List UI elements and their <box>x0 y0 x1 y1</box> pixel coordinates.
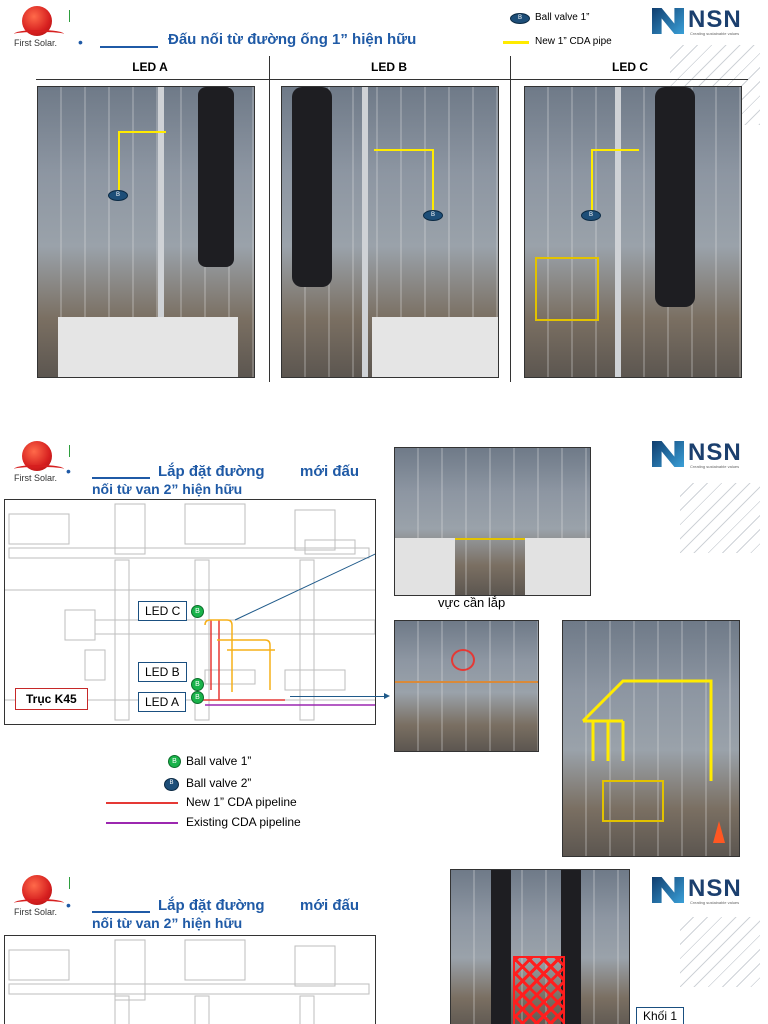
cad-plan <box>5 503 375 721</box>
slide2-title-a: Lắp đặt đường <box>158 463 265 480</box>
slide2-title-c: nối từ van 2” hiện hữu <box>92 481 243 497</box>
col-led-b: LED B <box>371 60 407 74</box>
axis-label-box: Trục K45 <box>15 688 88 710</box>
slide-1: First Solar. • Đấu nối từ đường ống 1” h… <box>0 0 768 395</box>
slide3-title-c: nối từ van 2” hiện hữu <box>92 915 243 931</box>
legend-new-swatch <box>106 802 178 804</box>
legend-existing-swatch <box>106 822 178 824</box>
led-b-label: LED B <box>138 662 187 682</box>
photo-led-a: B <box>37 86 255 378</box>
layout-drawing: LED C LED B LED A B B B Trục K45 <box>4 499 376 725</box>
hatch-decoration <box>680 483 760 553</box>
nsn-logo: NSN Creating sustainable values <box>652 439 757 471</box>
ball-valve-icon: B <box>510 13 530 24</box>
photo-led-c: B <box>524 86 742 378</box>
col-led-c: LED C <box>612 60 648 74</box>
ball-valve-1-icon: B <box>191 678 204 691</box>
photo-caption: vực cần lắp <box>438 595 506 610</box>
legend-ball-valve-2: Ball valve 2” <box>186 776 252 790</box>
block-label: Khối 1 <box>636 1007 685 1024</box>
photo-pipe-route <box>562 620 740 857</box>
ball-valve-icon: B <box>581 210 601 221</box>
led-c-label: LED C <box>138 601 188 621</box>
photo-area-overview <box>394 447 591 596</box>
company-name: First Solar. <box>14 38 58 48</box>
legend-ball-valve: Ball valve 1” <box>535 12 590 23</box>
slide3-title-b: mới đấu <box>300 897 360 914</box>
legend-ball-valve-1: Ball valve 1” <box>186 754 252 768</box>
scaffold-highlight <box>513 956 565 1024</box>
legend-pipe: New 1” CDA pipe <box>535 36 612 47</box>
photo-led-b: B <box>281 86 499 378</box>
ball-valve-icon: B <box>423 210 443 221</box>
legend-pipe-swatch <box>503 41 529 44</box>
slide1-title: Đấu nối từ đường ống 1” hiện hữu <box>168 31 417 48</box>
ball-valve-1-icon: B <box>191 605 204 618</box>
legend-ball-valve-2-icon: B <box>164 778 179 791</box>
cad-plan-2 <box>8 939 370 1024</box>
pipe-route-overlay <box>581 679 725 843</box>
first-solar-logo: First Solar. <box>14 6 74 50</box>
slide-3: First Solar. • Lắp đặt đường mới đấu nối… <box>0 865 768 1024</box>
legend-new-pipeline: New 1” CDA pipeline <box>186 795 297 809</box>
ball-valve-1-icon: B <box>191 691 204 704</box>
nsn-logo: NSN Creating sustainable values <box>652 6 757 38</box>
slide2-title-b: mới đấu <box>300 463 360 480</box>
hatch-decoration <box>680 917 760 987</box>
highlight-circle-icon <box>451 649 475 671</box>
slide3-title-a: Lắp đặt đường <box>158 897 265 914</box>
legend-existing-pipeline: Existing CDA pipeline <box>186 815 301 829</box>
col-led-a: LED A <box>132 60 168 74</box>
layout-drawing-2 <box>4 935 376 1024</box>
nsn-mark-icon <box>652 441 684 467</box>
first-solar-logo: First Solar. <box>14 441 74 485</box>
first-solar-logo: First Solar. <box>14 875 74 919</box>
photo-ceiling-valve <box>394 620 539 752</box>
slide-2: First Solar. • Lắp đặt đường mới đấu nối… <box>0 435 768 865</box>
photo-scaffold <box>450 869 630 1024</box>
led-a-label: LED A <box>138 692 187 712</box>
nsn-mark-icon <box>652 8 684 34</box>
nsn-mark-icon <box>652 877 684 903</box>
ball-valve-icon: B <box>108 190 128 201</box>
legend-ball-valve-1-icon: B <box>168 755 181 768</box>
nsn-logo: NSN Creating sustainable values <box>652 875 757 907</box>
